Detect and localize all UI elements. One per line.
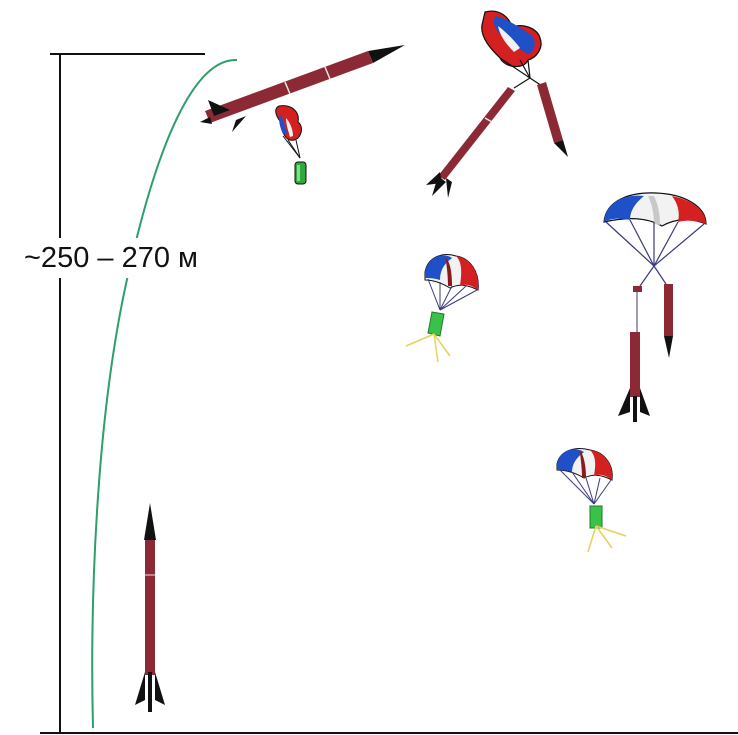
rocket-descending-icon [618,284,673,422]
flight-trajectory [91,58,238,729]
payload-can-icon [587,505,627,553]
parachute-icon [603,192,707,287]
parachute-icon [481,10,543,89]
rocket-on-pad-icon [135,503,165,712]
payload-can-icon [405,311,451,363]
rocket-separated-icon [426,82,568,198]
payload-can-icon [294,161,307,185]
parachute-icon [424,254,479,311]
rocket-coasting-icon [200,45,405,132]
parachute-icon [556,448,613,505]
altitude-label: ~250 – 270 м [22,238,200,278]
altitude-axis [50,53,205,733]
parachute-icon [275,105,302,159]
